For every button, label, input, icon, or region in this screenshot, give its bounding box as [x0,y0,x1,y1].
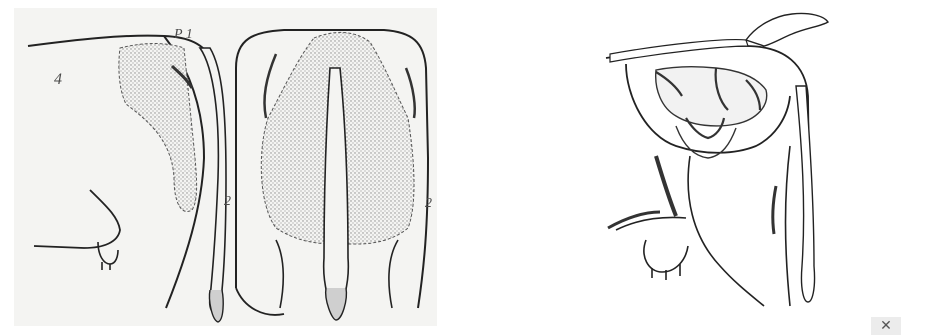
side-view-belly-outline [34,190,120,248]
instrument [610,40,748,62]
hind-leg-outline [688,156,764,306]
hand [746,13,828,46]
side-view-shaded-area [119,44,197,212]
side-view-tail [200,48,226,313]
pelvis-inner [656,67,767,126]
tail [796,86,815,302]
label-p1: P 1 [174,28,193,42]
udder [644,240,688,272]
close-button[interactable]: ✕ [871,317,901,335]
cow-hindquarters-drawing [14,8,437,326]
label-2-rear: 2 [425,197,432,211]
label-2-side: 2 [224,195,231,209]
cow-hindquarters-illustration: P 1 4 2 2 [14,8,437,326]
label-4: 4 [54,72,62,88]
cow-pelvis-drawing [596,6,842,316]
close-icon: ✕ [880,319,892,333]
cow-pelvis-illustration [596,6,842,316]
